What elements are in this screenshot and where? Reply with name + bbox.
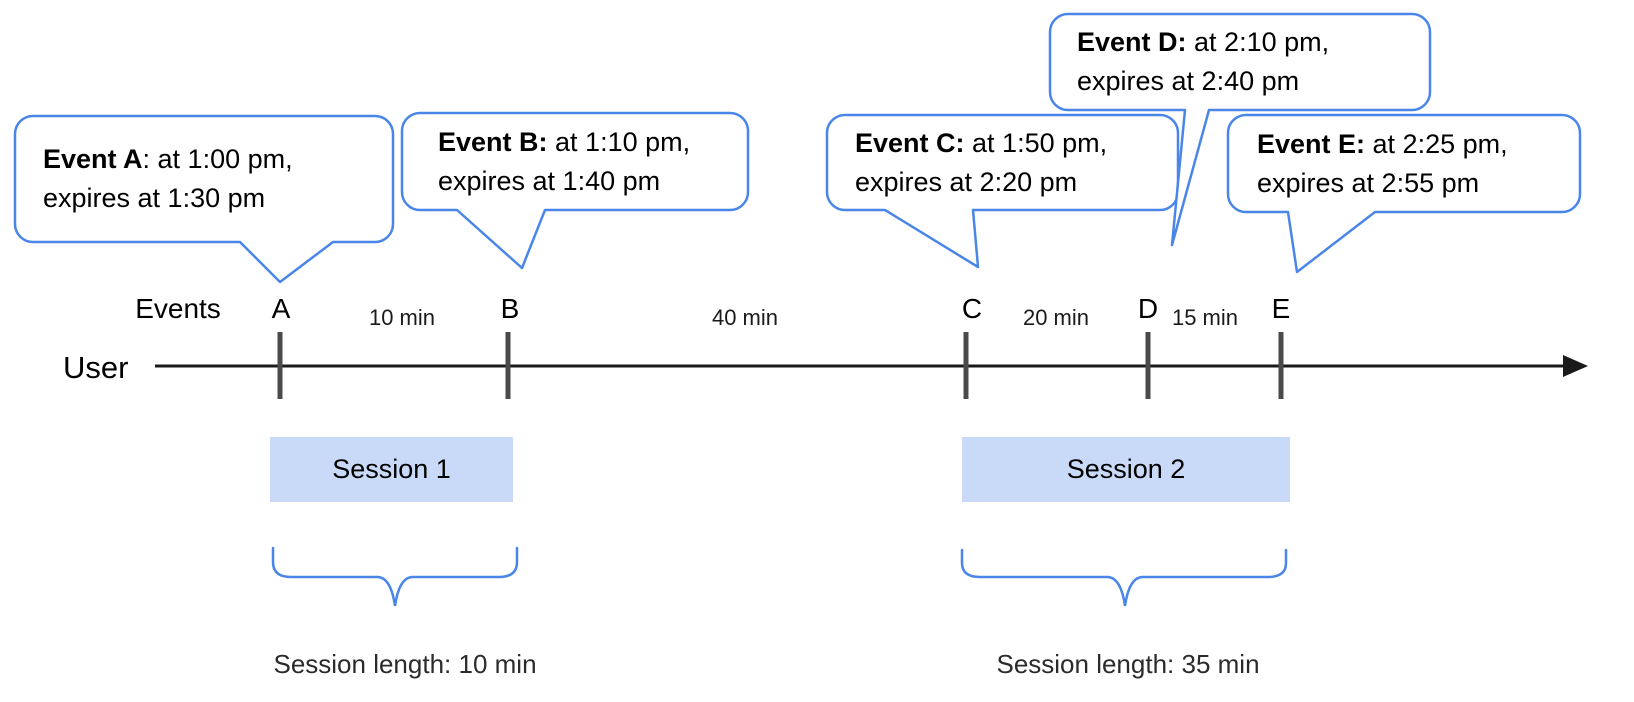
events-row-label: Events xyxy=(135,293,221,324)
event-c-line1: Event C: at 1:50 pm, xyxy=(855,124,1107,163)
event-e-speech-bubble-shape xyxy=(1226,113,1582,274)
event-b-line1: Event B: at 1:10 pm, xyxy=(438,123,690,162)
event-e-bubble-text: Event E: at 2:25 pm, expires at 2:55 pm xyxy=(1257,125,1508,203)
event-c-line2: expires at 2:20 pm xyxy=(855,167,1078,197)
event-a-title: Event A xyxy=(43,144,143,174)
event-e-time: at 2:25 pm, xyxy=(1365,129,1508,159)
event-d-line2: expires at 2:40 pm xyxy=(1077,66,1300,96)
marker-label-c: C xyxy=(961,293,983,324)
interval-b-c-label: 40 min xyxy=(711,305,779,330)
event-a-line2: expires at 1:30 pm xyxy=(43,183,266,213)
session1-label: Session 1 xyxy=(332,454,451,484)
user-row-label: User xyxy=(63,350,129,385)
interval-d-e-label: 15 min xyxy=(1171,305,1239,330)
event-c-bubble-text: Event C: at 1:50 pm, expires at 2:20 pm xyxy=(855,124,1107,202)
session2-box: Session 2 xyxy=(962,437,1290,502)
event-d-time: at 2:10 pm, xyxy=(1186,27,1330,57)
event-c-speech-bubble-shape xyxy=(825,113,1180,269)
marker-label-a: A xyxy=(271,293,291,324)
event-b-time: at 1:10 pm, xyxy=(547,127,691,157)
event-e-line2: expires at 2:55 pm xyxy=(1257,168,1480,198)
event-e-title: Event E: xyxy=(1257,129,1366,159)
event-c-title: Event C: xyxy=(855,128,965,158)
interval-c-d-label: 20 min xyxy=(1022,305,1090,330)
event-e-line1: Event E: at 2:25 pm, xyxy=(1257,125,1508,164)
event-d-title: Event D: xyxy=(1077,27,1187,57)
session2-brace xyxy=(960,548,1288,607)
event-b-bubble-text: Event B: at 1:10 pm, expires at 1:40 pm xyxy=(438,123,690,201)
timeline-arrowhead-icon xyxy=(1563,355,1588,377)
event-a-bubble-text: Event A: at 1:00 pm, expires at 1:30 pm xyxy=(43,140,293,218)
session1-brace xyxy=(271,546,519,607)
session2-length-label: Session length: 35 min xyxy=(996,649,1260,679)
event-d-speech-bubble-shape xyxy=(1048,12,1432,247)
session1-length-label: Session length: 10 min xyxy=(273,649,537,679)
event-a-time: : at 1:00 pm, xyxy=(142,144,293,174)
event-b-title: Event B: xyxy=(438,127,548,157)
marker-label-e: E xyxy=(1271,293,1291,324)
event-a-line1: Event A: at 1:00 pm, xyxy=(43,140,293,179)
event-a-speech-bubble-shape xyxy=(13,114,395,284)
session2-label: Session 2 xyxy=(1066,454,1186,484)
marker-label-d: D xyxy=(1137,293,1159,324)
session1-box: Session 1 xyxy=(270,437,513,502)
marker-label-b: B xyxy=(500,293,520,324)
interval-a-b-label: 10 min xyxy=(368,305,436,330)
event-b-line2: expires at 1:40 pm xyxy=(438,166,661,196)
event-b-speech-bubble-shape xyxy=(400,111,750,270)
event-d-bubble-text: Event D: at 2:10 pm, expires at 2:40 pm xyxy=(1077,23,1329,101)
event-d-line1: Event D: at 2:10 pm, xyxy=(1077,23,1329,62)
event-c-time: at 1:50 pm, xyxy=(964,128,1108,158)
